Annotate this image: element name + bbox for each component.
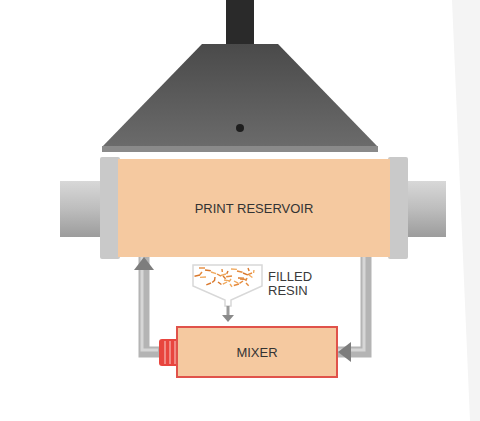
feed-arrow (222, 315, 234, 322)
end-cap (100, 157, 120, 259)
arrow-head (338, 342, 351, 362)
resin-funnel (193, 265, 262, 306)
fiber-stroke (212, 280, 215, 283)
fiber-stroke (248, 268, 249, 271)
fiber-stroke (243, 273, 248, 275)
hood-dot (236, 124, 244, 132)
fiber-stroke (221, 269, 223, 272)
fiber-stroke (217, 274, 221, 276)
fiber-stroke (223, 282, 227, 284)
fiber-stroke (246, 278, 247, 281)
fiber-stroke (230, 284, 232, 287)
fiber-stroke (234, 281, 238, 283)
fiber-stroke (211, 272, 216, 274)
fiber-stroke (226, 275, 232, 277)
fiber-stroke (205, 269, 211, 271)
fiber-stroke (223, 276, 226, 279)
fiber-stroke (200, 272, 202, 275)
fiber-stroke (231, 268, 237, 270)
pipe-connector (336, 255, 366, 362)
coupling-ridge (164, 341, 166, 364)
pipe-connector (134, 255, 160, 352)
resin-fibers (195, 268, 255, 287)
fiber-stroke (227, 271, 228, 274)
fiber-stroke (214, 277, 216, 280)
fiber-stroke (200, 276, 206, 278)
pipe (144, 257, 160, 352)
mixer-box: MIXER (176, 326, 338, 378)
hood-rim (102, 146, 378, 152)
fiber-stroke (253, 270, 255, 273)
fiber-stroke (206, 283, 211, 285)
node-text: MIXER (236, 345, 277, 360)
feed-line (227, 306, 230, 316)
fiber-stroke (234, 284, 239, 286)
fiber-stroke (221, 274, 226, 276)
page-edge (452, 0, 480, 421)
fiber-stroke (218, 282, 221, 285)
node-text: PRINT RESERVOIR (195, 201, 314, 216)
fiber-stroke (240, 278, 246, 280)
fiber-stroke (224, 279, 230, 281)
fiber-stroke (246, 283, 249, 286)
fiber-stroke (240, 281, 244, 283)
coupling-ridge (169, 341, 171, 364)
end-cap (388, 157, 408, 259)
reservoir-box: PRINT RESERVOIR (118, 159, 390, 257)
fiber-stroke (199, 267, 205, 268)
fiber-stroke (237, 271, 243, 272)
chimney (226, 0, 254, 47)
fiber-stroke (249, 275, 252, 278)
pipe (338, 257, 366, 352)
side-cylinder (404, 181, 446, 237)
pipe-highlight (336, 255, 364, 350)
resin-label: FILLED RESIN (268, 270, 326, 298)
side-cylinder (60, 181, 102, 237)
fiber-stroke (195, 275, 201, 276)
arrow-head (134, 257, 154, 270)
hood (102, 44, 378, 147)
